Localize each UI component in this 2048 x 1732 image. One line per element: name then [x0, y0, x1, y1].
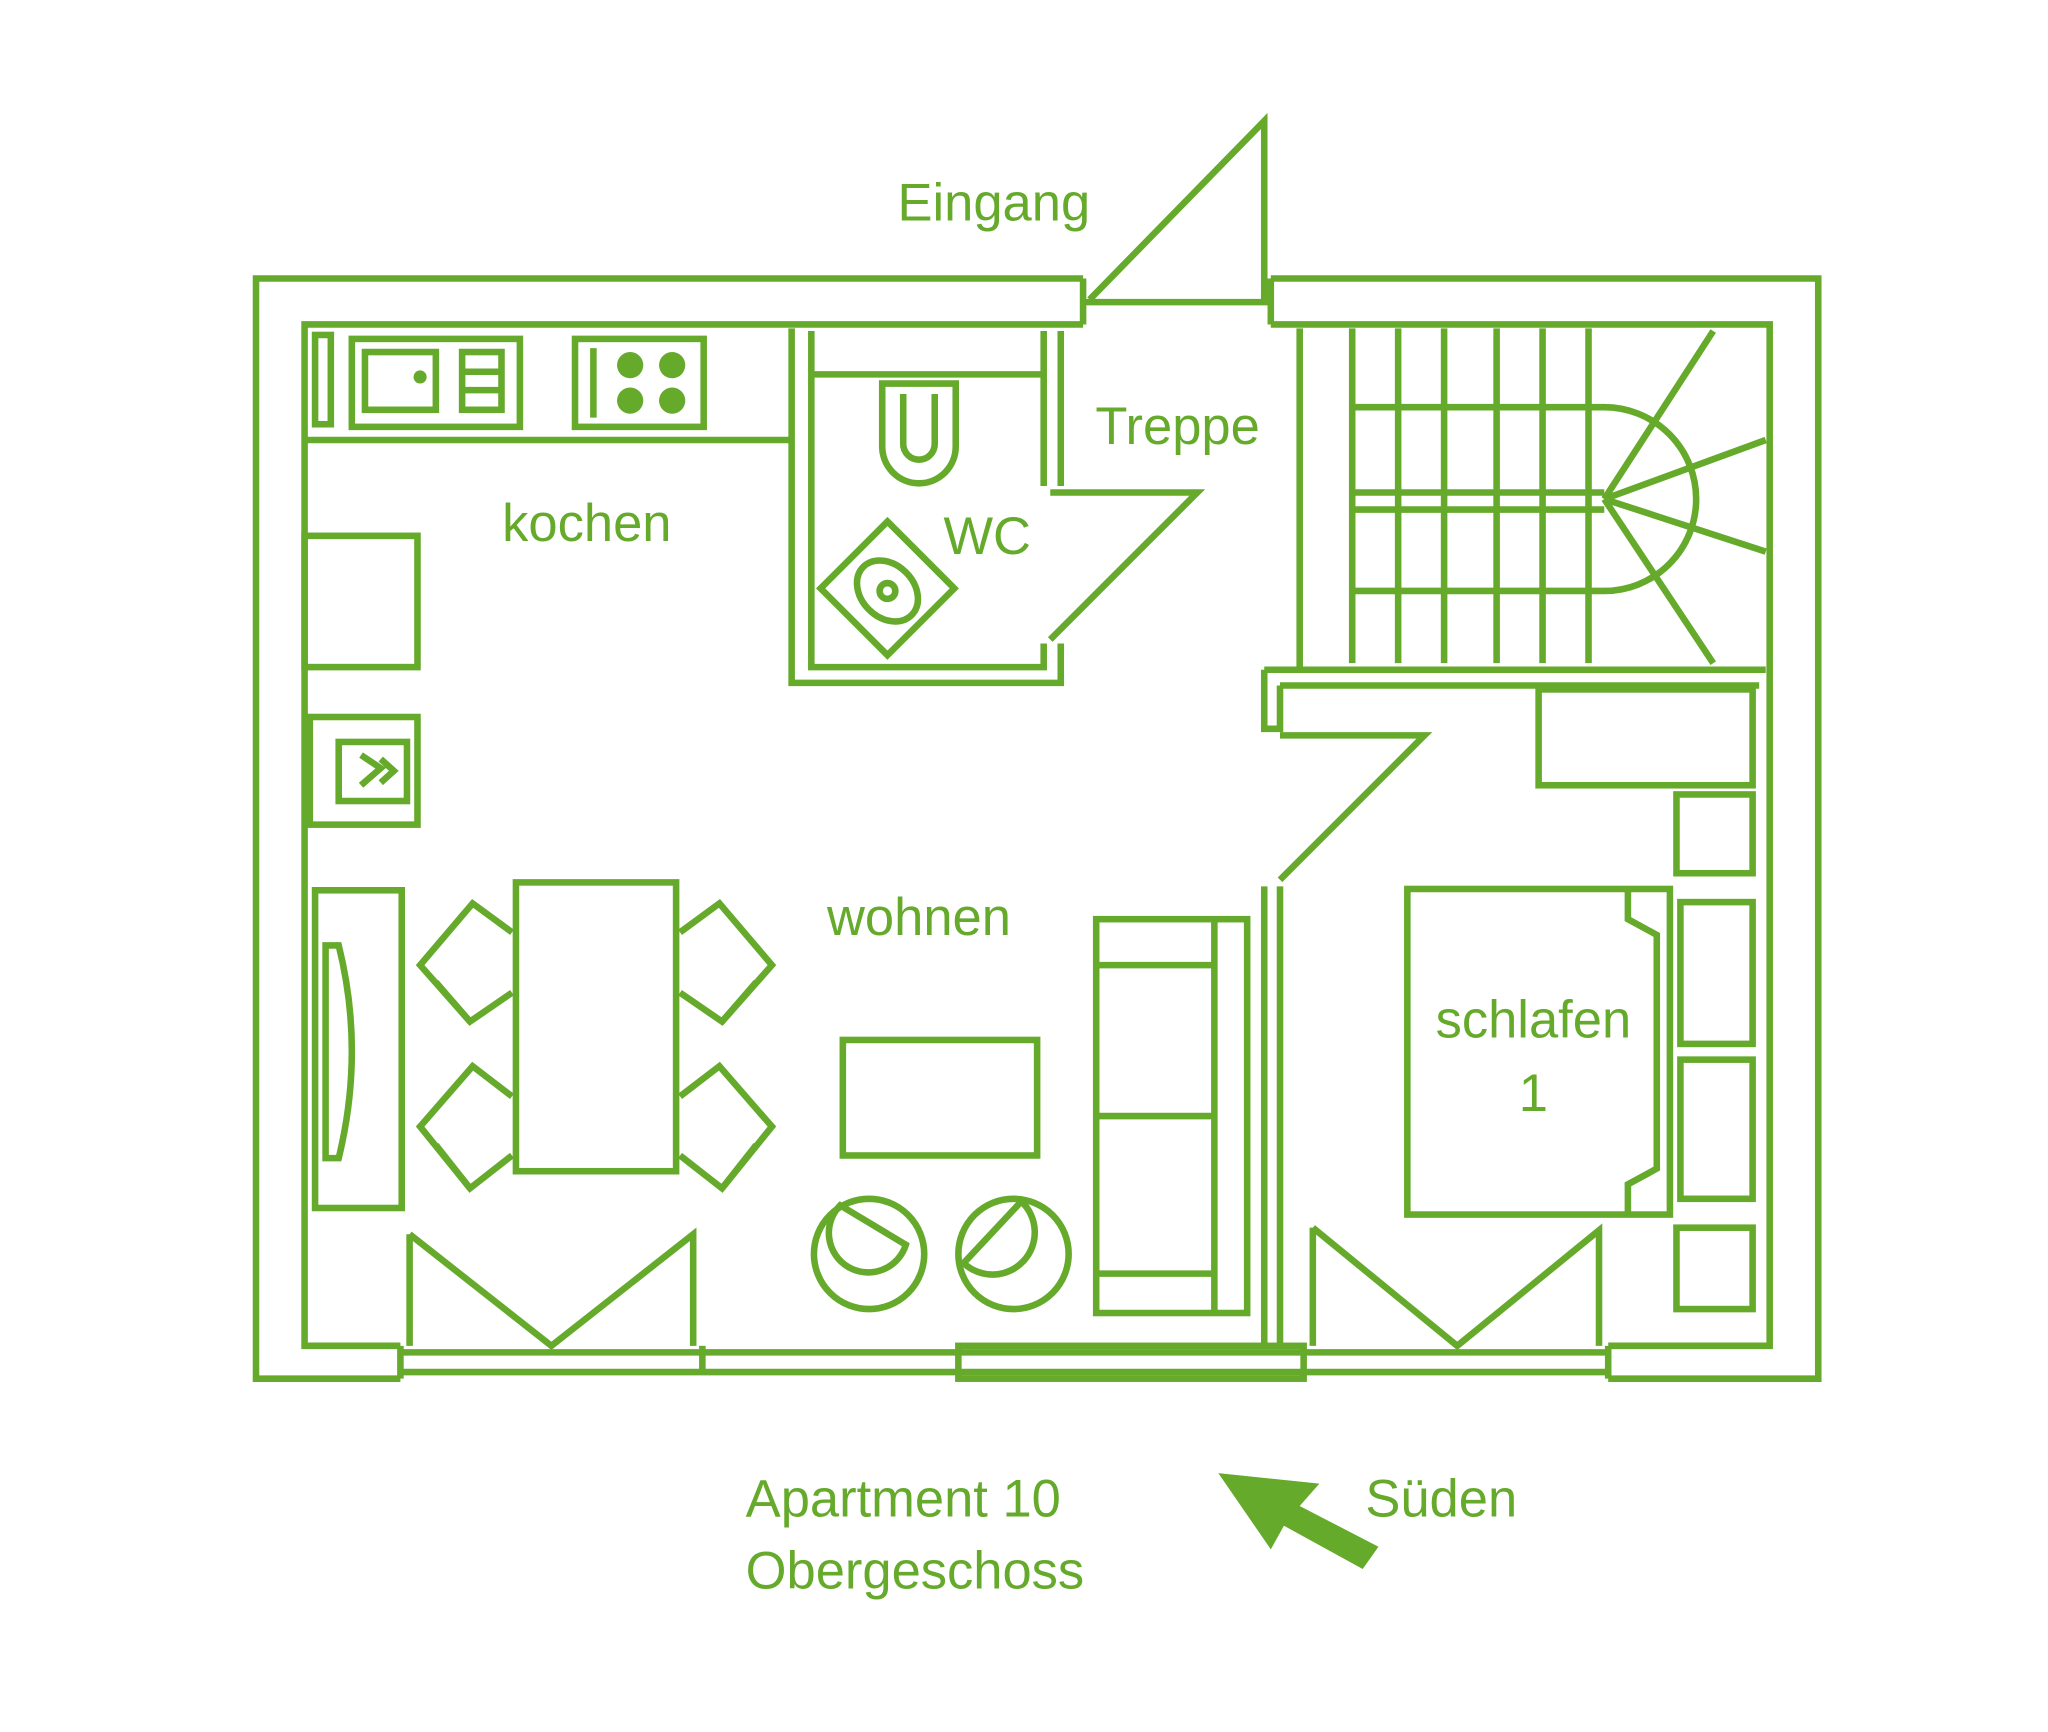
wardrobe	[1535, 686, 1756, 789]
armchair-icon	[810, 1195, 928, 1313]
caption-direction: Süden	[1365, 1470, 1517, 1529]
sofa-icon	[1092, 915, 1251, 1317]
chair-icon	[415, 898, 514, 1026]
label-wc: WC	[944, 507, 1031, 566]
nightstand	[1673, 791, 1756, 877]
label-kitchen: kochen	[502, 494, 671, 553]
label-entrance: Eingang	[897, 174, 1090, 233]
dining-table-icon	[512, 879, 680, 1175]
label-bedroom: schlafen	[1436, 990, 1632, 1049]
wc-walls	[788, 328, 1065, 687]
chair-icon	[678, 898, 777, 1026]
fridge	[301, 532, 421, 671]
washbasin-icon	[815, 516, 959, 660]
label-living: wohnen	[826, 888, 1011, 947]
caption-apartment: Apartment 10	[746, 1470, 1061, 1529]
oven-icon	[306, 713, 421, 828]
coffee-table	[839, 1036, 1041, 1159]
south-arrow-icon	[1218, 1473, 1379, 1570]
caption-floor: Obergeschoss	[746, 1542, 1085, 1601]
bedroom-walls	[1260, 666, 1766, 1346]
label-bedroom-number: 1	[1519, 1064, 1548, 1123]
sink-icon	[348, 335, 524, 431]
bedroom-door-swing-icon	[1277, 732, 1433, 883]
staircase-icon	[1296, 328, 1767, 668]
toilet-icon	[878, 380, 960, 487]
wc-door-swing-icon	[1047, 489, 1206, 642]
nightstand	[1673, 1224, 1756, 1313]
armchair-icon	[955, 1195, 1072, 1313]
tv-cabinet-icon	[311, 887, 406, 1212]
kitchen-counter	[304, 331, 795, 444]
chair-icon	[415, 1061, 515, 1193]
chair-icon	[678, 1061, 777, 1193]
living-window-door-icon	[406, 1227, 697, 1351]
bed-icon	[1404, 885, 1756, 1218]
outer-walls	[252, 275, 1822, 1382]
bedroom-window-door-icon	[1309, 1223, 1603, 1351]
entrance-door-swing-icon	[1083, 112, 1271, 306]
stove-icon	[571, 335, 707, 431]
label-stairs: Treppe	[1095, 397, 1259, 456]
